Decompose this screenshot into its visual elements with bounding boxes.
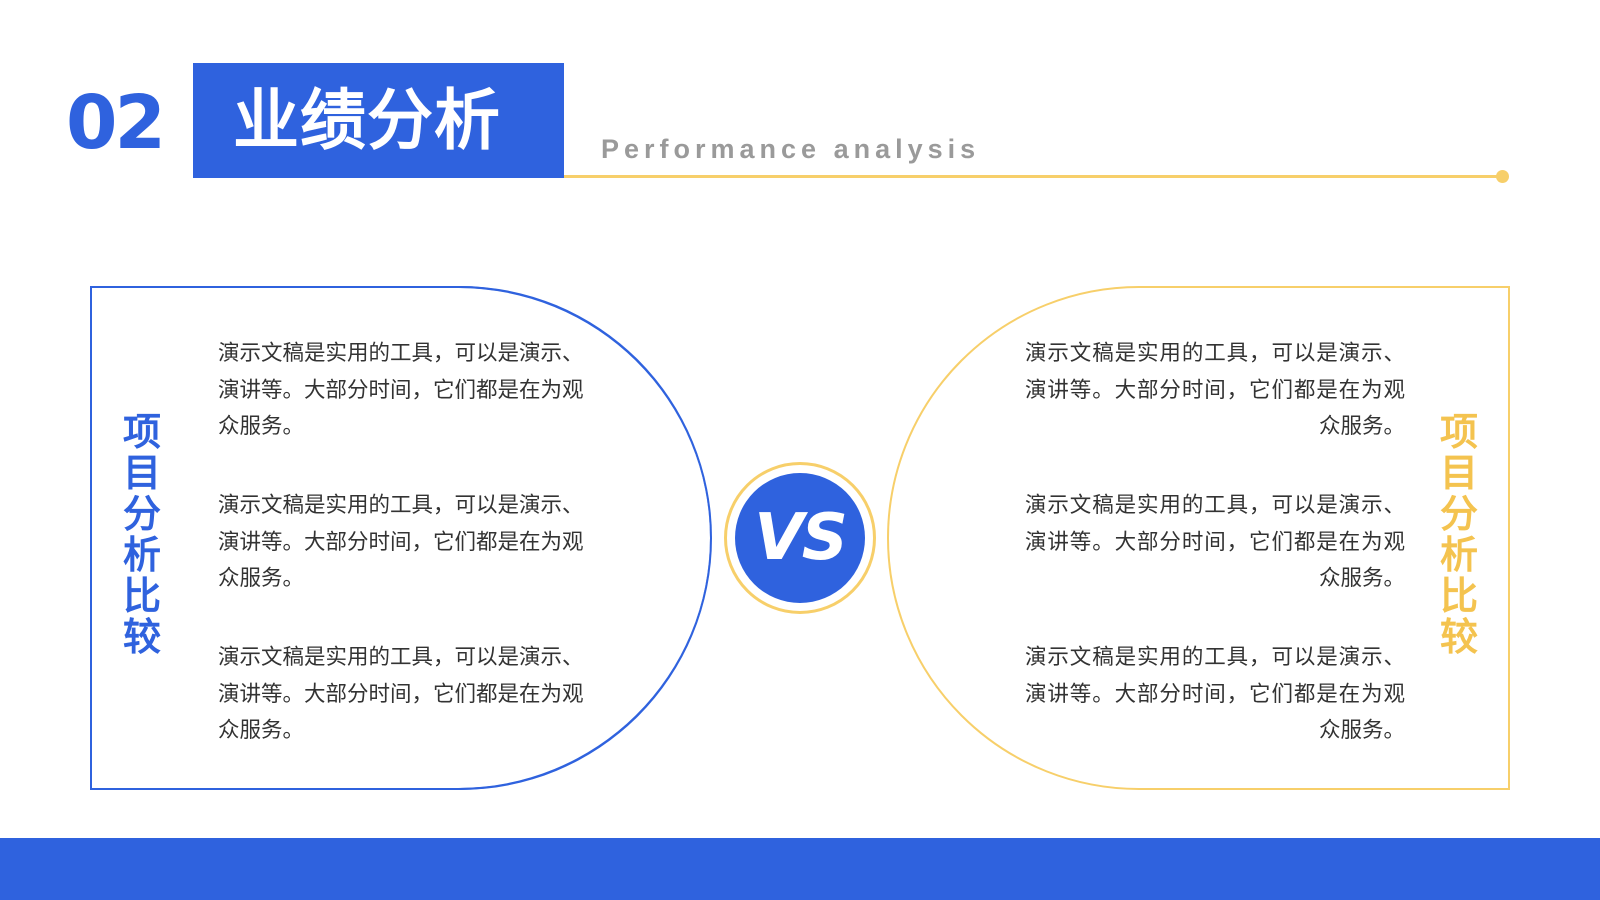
title-banner: 业绩分析 xyxy=(193,63,564,178)
underline-dot xyxy=(1496,170,1509,183)
left-panel-label: 项目分析比较 xyxy=(122,410,161,659)
left-paragraph-1: 演示文稿是实用的工具，可以是演示、演讲等。大部分时间，它们都是在为观众服务。 xyxy=(218,341,584,439)
left-paragraph-3: 演示文稿是实用的工具，可以是演示、演讲等。大部分时间，它们都是在为观众服务。 xyxy=(218,645,584,743)
right-paragraph-2: 演示文稿是实用的工具，可以是演示、演讲等。大部分时间，它们都是在为观众服务。 xyxy=(1025,493,1405,591)
title-underline xyxy=(564,175,1502,178)
page-title: 业绩分析 xyxy=(233,82,501,159)
right-panel-label: 项目分析比较 xyxy=(1439,410,1478,659)
right-paragraph-3: 演示文稿是实用的工具，可以是演示、演讲等。大部分时间，它们都是在为观众服务。 xyxy=(1025,645,1405,743)
vs-badge-ring xyxy=(724,462,876,614)
right-comparison-card xyxy=(887,286,1510,790)
vs-label: VS xyxy=(754,501,848,575)
vs-badge: VS xyxy=(735,473,865,603)
section-number: 02 xyxy=(66,80,166,166)
page-subtitle: Performance analysis xyxy=(601,134,981,164)
right-paragraph-1: 演示文稿是实用的工具，可以是演示、演讲等。大部分时间，它们都是在为观众服务。 xyxy=(1025,341,1405,439)
footer-bar xyxy=(0,838,1600,900)
left-paragraph-2: 演示文稿是实用的工具，可以是演示、演讲等。大部分时间，它们都是在为观众服务。 xyxy=(218,493,584,591)
